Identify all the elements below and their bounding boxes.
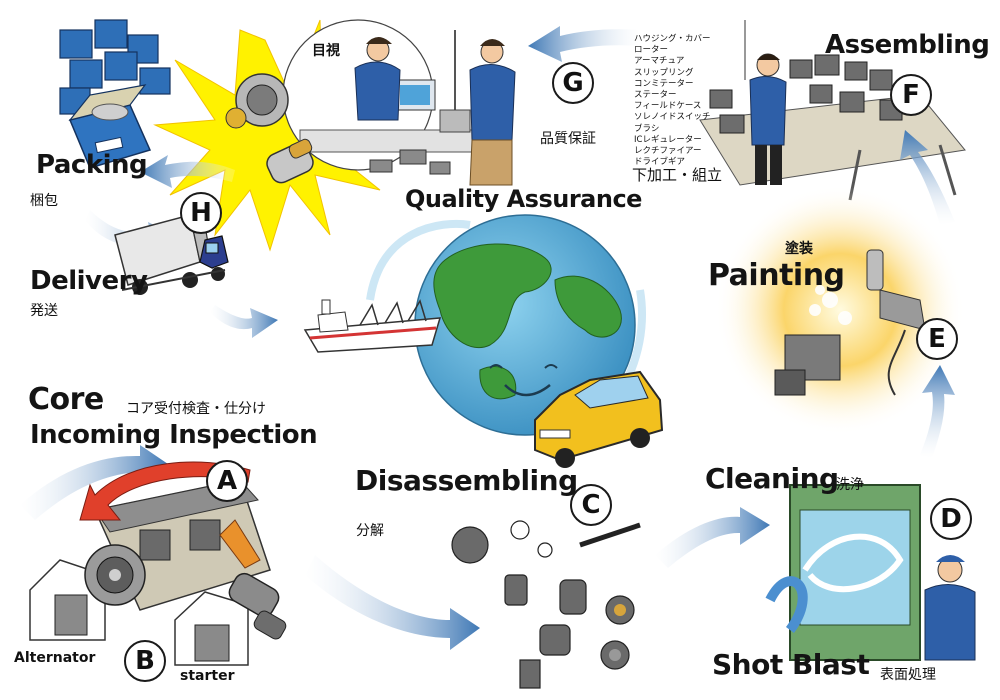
parts-list-item: アーマチュア xyxy=(634,56,685,67)
parts-list-item: コンミテーター xyxy=(634,78,694,89)
quality-assurance-title: Quality Assurance xyxy=(405,185,642,213)
disassembling-jp: 分解 xyxy=(356,523,384,539)
packing-title: Packing xyxy=(36,150,148,180)
starter-house xyxy=(174,591,249,666)
delivery-title: Delivery xyxy=(30,266,148,296)
step-h-badge: H xyxy=(180,192,222,234)
step-d-badge: D xyxy=(930,498,972,540)
parts-list-item: レクチファイアー xyxy=(634,146,702,157)
parts-list-item: ハウジング・カバー xyxy=(634,34,711,44)
assembling-jp: 下加工・組立 xyxy=(632,166,723,184)
worker-icon xyxy=(469,39,516,186)
cleaning-booth xyxy=(765,484,976,661)
worker-icon xyxy=(749,53,787,185)
alternator-icon xyxy=(84,544,146,606)
ship-icon xyxy=(303,299,442,353)
quality-assurance-jp: 品質保証 xyxy=(540,131,596,147)
assembly-scene xyxy=(699,20,966,201)
painted-part-icon xyxy=(774,334,841,396)
earth-icon xyxy=(366,214,646,436)
core-jp: コア受付検査・仕分け xyxy=(126,401,266,417)
car-icon xyxy=(534,370,664,468)
painting-title: Painting xyxy=(708,258,845,293)
parts-list: ハウジング・カバー ローター アーマチュア スリップリング コンミテーター ステ… xyxy=(634,34,711,168)
alternator-icon xyxy=(225,73,289,129)
parts-list-item: ブラシ xyxy=(634,123,660,134)
core-title: Core xyxy=(28,382,104,417)
assembling-title: Assembling xyxy=(825,30,990,60)
worker-icon xyxy=(354,37,401,121)
inspection-scene xyxy=(282,19,516,186)
worker-icon xyxy=(924,555,976,661)
parts-list-item: ローター xyxy=(634,45,669,56)
disassembling-title: Disassembling xyxy=(355,464,578,497)
alternator-label: Alternator xyxy=(14,650,96,666)
parts-list-item: ICレギュレーター xyxy=(634,134,702,145)
parts-list-item: ステーター xyxy=(634,90,677,101)
shot-blast-title: Shot Blast xyxy=(712,648,870,681)
parts-list-item: ドライブギア xyxy=(634,157,686,168)
parts-list-item: フィールドケース xyxy=(634,101,702,112)
step-g-badge: G xyxy=(552,62,594,104)
shot-blast-jp: 表面処理 xyxy=(880,667,936,683)
parts-list-item: スリップリング xyxy=(634,67,694,78)
parts-icon xyxy=(451,520,641,689)
painting-jp: 塗装 xyxy=(785,241,813,257)
starter-label: starter xyxy=(180,668,235,684)
boxes-icon xyxy=(59,19,171,169)
cleaning-jp: 洗浄 xyxy=(836,477,864,493)
starter-icon xyxy=(266,138,314,184)
starter-icon xyxy=(228,572,287,640)
delivery-jp: 発送 xyxy=(30,303,58,319)
cleaning-title: Cleaning xyxy=(705,462,839,495)
parts-list-item: ソレノイドスイッチ xyxy=(634,112,711,123)
inspection-jp: 目視 xyxy=(312,43,340,59)
spray-mist xyxy=(809,285,852,325)
packing-jp: 梱包 xyxy=(30,193,58,209)
step-e-badge: E xyxy=(916,318,958,360)
spray-gun-icon xyxy=(866,249,926,396)
incoming-inspection-title: Incoming Inspection xyxy=(30,420,318,450)
step-a-badge: A xyxy=(206,460,248,502)
step-f-badge: F xyxy=(890,74,932,116)
step-b-badge: B xyxy=(124,640,166,682)
step-c-badge: C xyxy=(570,484,612,526)
